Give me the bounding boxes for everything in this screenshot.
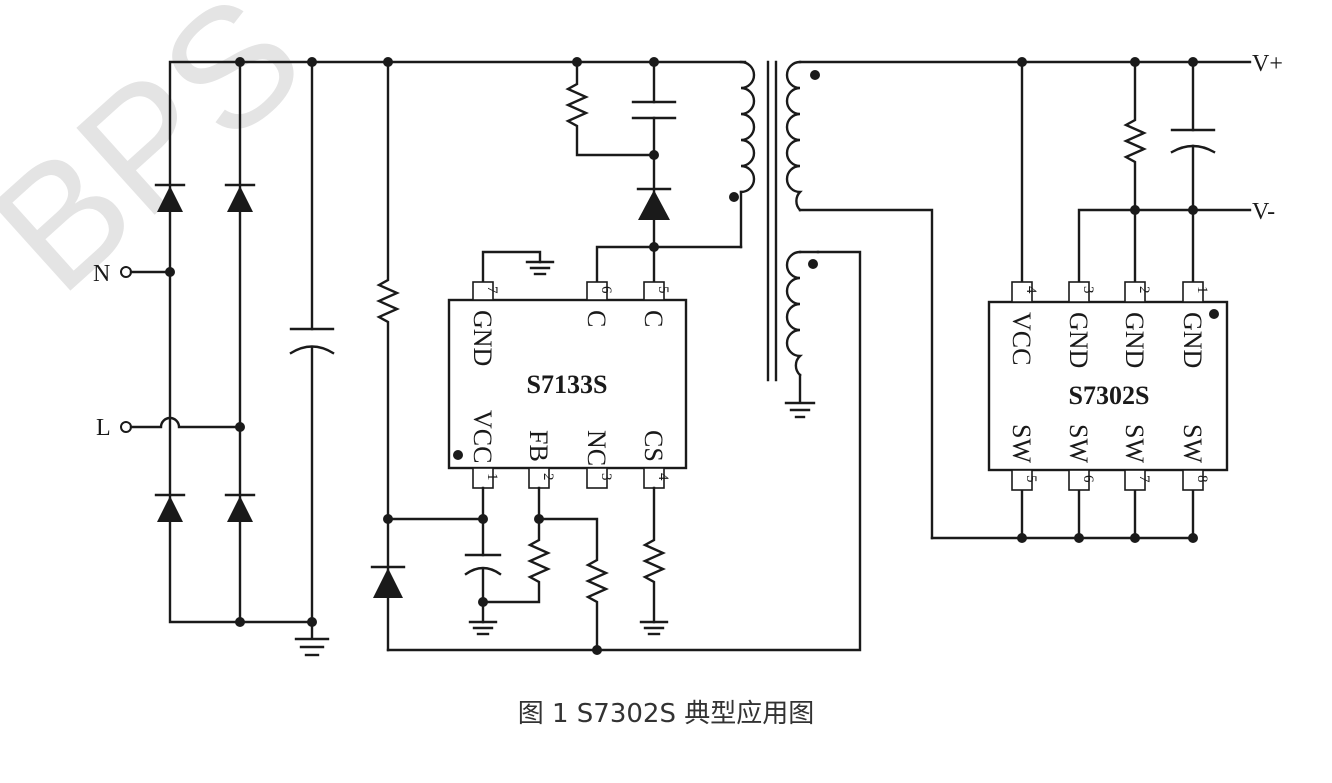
s7133s-peripherals bbox=[386, 486, 669, 652]
terminal-l-label: L bbox=[96, 415, 111, 441]
pin-label: NC bbox=[582, 430, 611, 466]
snubber-diode bbox=[638, 190, 670, 220]
rcd-snubber bbox=[565, 57, 743, 284]
chip-s7133s: S7133S 7 GND 6 C 5 C 1 VCC 2 FB bbox=[447, 250, 688, 489]
pin-label: SW bbox=[1007, 424, 1036, 463]
svg-text:5: 5 bbox=[655, 286, 671, 294]
pin-6: 6 C bbox=[582, 281, 614, 327]
pin-label: GND bbox=[1064, 312, 1093, 368]
pin-7: 7 SW bbox=[1120, 424, 1152, 491]
pin-label: FB bbox=[524, 430, 553, 462]
startup-resistor bbox=[376, 57, 400, 652]
ground-symbol bbox=[784, 401, 816, 419]
output-network bbox=[930, 57, 1252, 543]
diode-d4 bbox=[227, 496, 253, 522]
pin-4: 4 CS bbox=[639, 430, 671, 489]
svg-text:3: 3 bbox=[598, 473, 614, 481]
svg-text:1: 1 bbox=[484, 473, 500, 481]
diode-d1 bbox=[157, 186, 183, 212]
pin-label: SW bbox=[1120, 424, 1149, 463]
svg-text:6: 6 bbox=[1080, 475, 1096, 483]
watermark: BPS bbox=[0, 0, 338, 327]
svg-text:7: 7 bbox=[484, 286, 500, 294]
chip-name: S7302S bbox=[1069, 381, 1150, 410]
ground-symbol bbox=[294, 637, 330, 657]
svg-text:4: 4 bbox=[655, 473, 671, 481]
pin-6: 6 SW bbox=[1064, 424, 1096, 491]
input-terminals: N L bbox=[93, 261, 242, 441]
chip-name: S7133S bbox=[527, 370, 608, 399]
svg-text:6: 6 bbox=[598, 286, 614, 294]
figure-caption: 图 1 S7302S 典型应用图 bbox=[517, 699, 815, 729]
pin-1: 1 VCC bbox=[468, 410, 500, 489]
chip-s7302s: S7302S 4 VCC 3 GND 2 GND 1 GND 5 SW bbox=[987, 281, 1229, 491]
svg-text:1: 1 bbox=[1194, 286, 1210, 294]
svg-text:2: 2 bbox=[1136, 286, 1152, 294]
svg-text:7: 7 bbox=[1136, 475, 1152, 483]
terminal-vplus-label: V+ bbox=[1252, 51, 1283, 77]
chip-body bbox=[447, 298, 688, 470]
terminal-vminus-label: V- bbox=[1252, 199, 1275, 225]
pin-4: 4 VCC bbox=[1007, 281, 1039, 365]
svg-text:4: 4 bbox=[1023, 286, 1039, 294]
pin-5: 5 SW bbox=[1007, 424, 1039, 491]
pin-label: C bbox=[639, 310, 668, 327]
pin-label: GND bbox=[1120, 312, 1149, 368]
svg-text:8: 8 bbox=[1194, 475, 1210, 483]
pin-1: 1 GND bbox=[1178, 281, 1210, 368]
pin-2: 2 GND bbox=[1120, 281, 1152, 368]
pin-8: 8 SW bbox=[1178, 424, 1210, 491]
svg-text:2: 2 bbox=[540, 473, 556, 481]
pin-label: VCC bbox=[468, 410, 497, 463]
ground-symbol bbox=[468, 620, 498, 636]
svg-text:3: 3 bbox=[1080, 286, 1096, 294]
diode-d3 bbox=[157, 496, 183, 522]
pin-label: C bbox=[582, 310, 611, 327]
pin-3: 3 NC bbox=[582, 430, 614, 489]
ground-symbol bbox=[525, 260, 555, 276]
pin-7: 7 GND bbox=[468, 281, 500, 366]
svg-text:5: 5 bbox=[1023, 475, 1039, 483]
pin-2: 2 FB bbox=[524, 430, 556, 489]
pin-label: VCC bbox=[1007, 312, 1036, 365]
aux-diode bbox=[373, 568, 403, 598]
pin-3: 3 GND bbox=[1064, 281, 1096, 368]
pin-label: CS bbox=[639, 430, 668, 462]
pin-label: GND bbox=[468, 310, 497, 366]
pin-label: GND bbox=[1178, 312, 1207, 368]
watermark-text: BPS bbox=[0, 0, 338, 327]
terminal-n-label: N bbox=[93, 261, 110, 287]
diode-d2 bbox=[227, 186, 253, 212]
pin-label: SW bbox=[1064, 424, 1093, 463]
chip-body bbox=[987, 300, 1229, 472]
terminal-l bbox=[120, 421, 132, 433]
pin-5: 5 C bbox=[639, 281, 671, 327]
pin-label: SW bbox=[1178, 424, 1207, 463]
ground-symbol bbox=[639, 620, 669, 636]
